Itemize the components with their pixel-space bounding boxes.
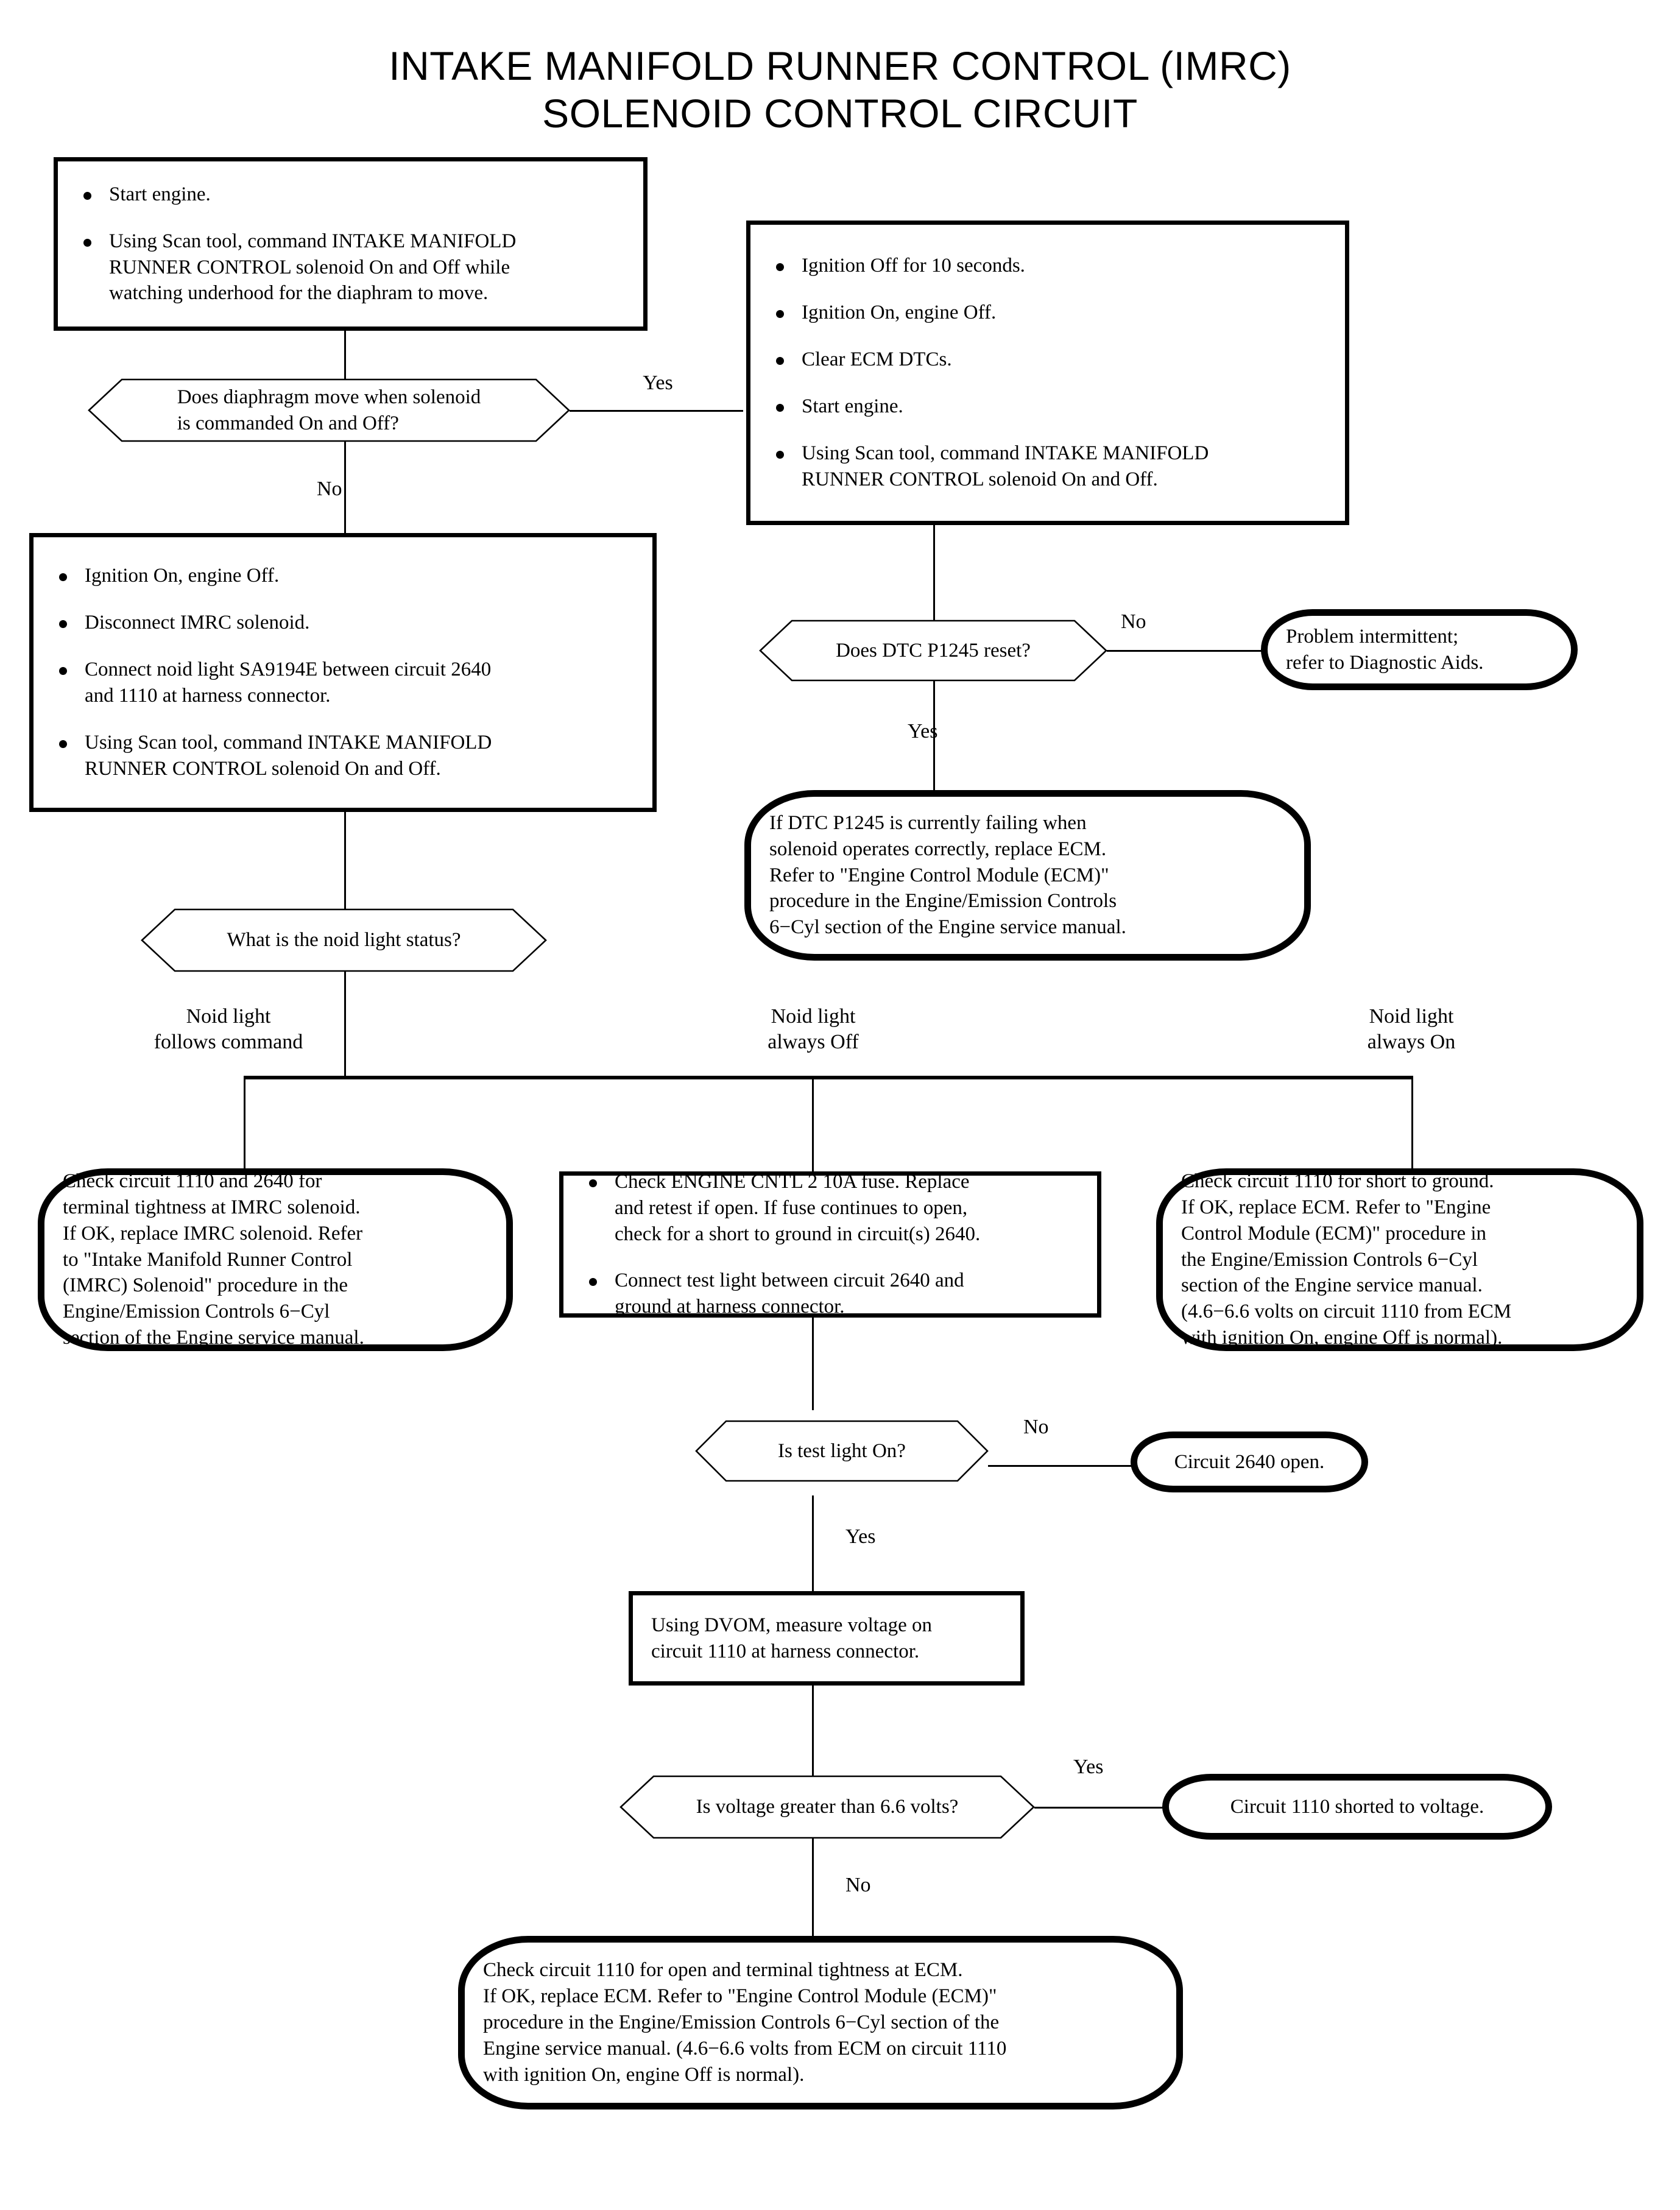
node-noid-setup-procedure: Ignition On, engine Off. Disconnect IMRC… [29, 533, 657, 812]
node-noid-status-decision: What is the noid light status? [141, 909, 546, 972]
node-reset-procedure: Ignition Off for 10 seconds. Ignition On… [746, 221, 1349, 525]
list-item: Ignition On, engine Off. [771, 300, 1329, 326]
noid-setup-bullets: Ignition On, engine Off. Disconnect IMRC… [34, 563, 652, 782]
list-item: Connect noid light SA9194E between circu… [54, 657, 637, 709]
list-item: Using Scan tool, command INTAKE MANIFOLD… [79, 228, 627, 307]
list-item: Clear ECM DTCs. [771, 347, 1329, 373]
dtc-decision-text: Does DTC P1245 reset? [836, 639, 1031, 662]
edge-label-dtc-yes: Yes [908, 720, 938, 743]
node-intermittent-terminal: Problem intermittent; refer to Diagnosti… [1261, 609, 1578, 690]
fuse-procedure-bullets: Check ENGINE CNTL 2 10A fuse. Replace an… [563, 1169, 1097, 1320]
connector-testlight-no [988, 1465, 1140, 1467]
node-short-to-ground-terminal: Check circuit 1110 for short to ground. … [1156, 1168, 1643, 1351]
dvom-procedure-text: Using DVOM, measure voltage on circuit 1… [651, 1614, 933, 1662]
connector-bus-right [1411, 1076, 1413, 1170]
list-item: Disconnect IMRC solenoid. [54, 610, 637, 636]
list-item: Start engine. [771, 394, 1329, 420]
connector-fuse-to-testlight [812, 1316, 814, 1410]
edge-label-noid-always-off: Noid light always Off [768, 1005, 859, 1054]
node-dvom-procedure: Using DVOM, measure voltage on circuit 1… [629, 1591, 1025, 1686]
voltage-decision-text: Is voltage greater than 6.6 volts? [696, 1796, 959, 1818]
final-ecm-terminal-text: Check circuit 1110 for open and terminal… [483, 1959, 1007, 2086]
shorted-to-voltage-terminal-text: Circuit 1110 shorted to voltage. [1230, 1795, 1484, 1818]
edge-label-test-light-no: No [1023, 1416, 1049, 1438]
noid-status-decision-text: What is the noid light status? [227, 929, 461, 951]
connector-voltage-yes [1034, 1807, 1172, 1809]
node-replace-ecm-terminal: If DTC P1245 is currently failing when s… [744, 790, 1311, 961]
test-light-decision-text: Is test light On? [778, 1439, 906, 1462]
diaphragm-decision-text: Does diaphragm move when solenoid is com… [177, 386, 481, 434]
connector-bus-left [244, 1076, 245, 1170]
connector-voltage-no [812, 1837, 814, 1938]
list-item: Ignition On, engine Off. [54, 563, 637, 589]
connector-diaphragm-no [344, 440, 346, 534]
list-item: Start engine. [79, 182, 627, 208]
node-imrc-solenoid-terminal: Check circuit 1110 and 2640 for terminal… [38, 1168, 513, 1351]
connector-noid-status-down [344, 970, 346, 1077]
edge-label-diaphragm-yes: Yes [643, 372, 673, 394]
list-item: Using Scan tool, command INTAKE MANIFOLD… [771, 440, 1329, 493]
edge-label-test-light-yes: Yes [845, 1525, 876, 1548]
replace-ecm-terminal-text: If DTC P1245 is currently failing when s… [769, 811, 1126, 939]
list-item: Using Scan tool, command INTAKE MANIFOLD… [54, 730, 637, 782]
intermittent-terminal-text: Problem intermittent; refer to Diagnosti… [1286, 625, 1484, 674]
edge-label-noid-follows-command: Noid light follows command [154, 1005, 303, 1054]
connector-reset-to-dtc [933, 524, 935, 621]
connector-dvom-to-voltage [812, 1684, 814, 1782]
connector-bus-middle [812, 1076, 814, 1173]
connector-testlight-yes [812, 1495, 814, 1593]
connector-3way-bus [244, 1076, 1413, 1079]
node-start-procedure: Start engine. Using Scan tool, command I… [54, 157, 648, 331]
list-item: Check ENGINE CNTL 2 10A fuse. Replace an… [584, 1169, 1081, 1248]
node-final-ecm-terminal: Check circuit 1110 for open and terminal… [458, 1936, 1183, 2109]
edge-label-dtc-no: No [1121, 610, 1146, 633]
connector-diaphragm-yes [566, 410, 743, 412]
edge-label-noid-always-on: Noid light always On [1367, 1005, 1456, 1054]
connector-dtc-yes [933, 679, 935, 792]
node-test-light-decision: Is test light On? [696, 1421, 988, 1481]
edge-label-diaphragm-no: No [317, 478, 342, 500]
node-shorted-to-voltage-terminal: Circuit 1110 shorted to voltage. [1162, 1774, 1552, 1840]
page-title: INTAKE MANIFOLD RUNNER CONTROL (IMRC) SO… [389, 43, 1291, 136]
node-fuse-procedure: Check ENGINE CNTL 2 10A fuse. Replace an… [559, 1171, 1101, 1318]
node-dtc-reset-decision: Does DTC P1245 reset? [760, 620, 1107, 681]
node-diaphragm-decision: Does diaphragm move when solenoid is com… [88, 379, 570, 442]
edge-label-voltage-no: No [845, 1874, 871, 1896]
short-to-ground-terminal-text: Check circuit 1110 for short to ground. … [1181, 1170, 1512, 1349]
reset-procedure-bullets: Ignition Off for 10 seconds. Ignition On… [750, 253, 1345, 492]
node-circuit-2640-open-terminal: Circuit 2640 open. [1131, 1432, 1368, 1492]
edge-label-voltage-yes: Yes [1073, 1756, 1104, 1778]
node-voltage-decision: Is voltage greater than 6.6 volts? [620, 1776, 1034, 1838]
list-item: Connect test light between circuit 2640 … [584, 1268, 1081, 1320]
list-item: Ignition Off for 10 seconds. [771, 253, 1329, 279]
imrc-solenoid-terminal-text: Check circuit 1110 and 2640 for terminal… [63, 1170, 364, 1349]
start-procedure-bullets: Start engine. Using Scan tool, command I… [58, 182, 643, 307]
connector-setup-to-noid-status [344, 810, 346, 911]
circuit-open-terminal-text: Circuit 2640 open. [1174, 1450, 1325, 1473]
connector-dtc-no [1106, 650, 1270, 652]
connector-start-to-diaphragm [344, 329, 346, 381]
